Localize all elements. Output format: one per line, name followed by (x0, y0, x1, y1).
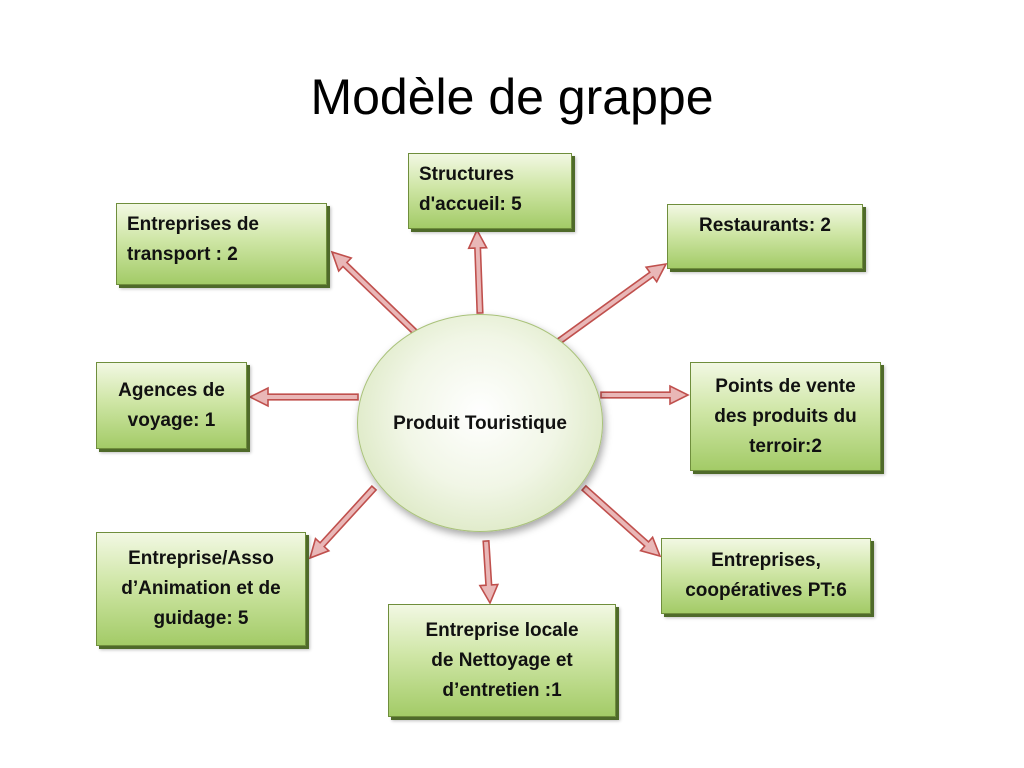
node-animation-line3: guidage: 5 (153, 608, 249, 629)
node-entreprise-nettoyage: Entreprise locale de Nettoyage et d’entr… (388, 604, 616, 717)
node-nettoyage-line3: d’entretien :1 (442, 679, 562, 701)
arrow-to-structures (467, 228, 488, 314)
node-entreprises-cooperatives: Entreprises, coopératives PT:6 (661, 538, 871, 614)
node-agences-line2: voyage: 1 (127, 409, 216, 431)
node-structures-line1: Structures (419, 164, 515, 185)
node-points-vente-line3: terroir:2 (749, 435, 822, 457)
node-nettoyage-line2: de Nettoyage et (431, 649, 573, 671)
node-points-de-vente: Points de vente des produits du terroir:… (690, 362, 881, 471)
arrow-to-cooperatives (580, 484, 662, 558)
node-animation-line2: d’Animation et de (121, 578, 281, 599)
node-cooperatives-line1: Entreprises, (711, 550, 821, 571)
node-animation-line1: Entreprise/Asso (128, 548, 274, 569)
center-label-line2: Touristique (464, 412, 567, 434)
arrow-to-agences (248, 386, 359, 408)
node-points-vente-line1: Points de vente (715, 375, 856, 397)
arrow-to-transport (330, 250, 420, 337)
node-restaurants-line1: Restaurants: 2 (699, 215, 831, 236)
node-animation-guidage: Entreprise/Asso d’Animation et de guidag… (96, 532, 306, 646)
node-points-vente-line2: des produits du (714, 405, 857, 427)
node-cooperatives-line2: coopératives PT:6 (685, 580, 847, 601)
node-agences-voyage: Agences de voyage: 1 (96, 362, 247, 449)
arrow-to-nettoyage (478, 539, 500, 605)
arrow-to-restaurants (555, 262, 668, 346)
node-transport-line2: transport : 2 (127, 244, 238, 265)
center-node-produit-touristique: Produit Touristique (357, 314, 603, 532)
arrow-to-animation (308, 484, 378, 560)
node-restaurants: Restaurants: 2 (667, 204, 863, 269)
arrow-to-points-vente (600, 384, 690, 406)
slide-title: Modèle de grappe (310, 69, 714, 125)
node-structures-accueil: Structures d'accueil: 5 (408, 153, 572, 229)
center-label-line1: Produit (393, 412, 460, 434)
node-nettoyage-line1: Entreprise locale (425, 619, 579, 641)
node-transport-line1: Entreprises de (127, 214, 259, 235)
node-agences-line1: Agences de (118, 379, 225, 401)
node-entreprises-transport: Entreprises de transport : 2 (116, 203, 327, 285)
node-structures-line2: d'accueil: 5 (419, 194, 522, 215)
